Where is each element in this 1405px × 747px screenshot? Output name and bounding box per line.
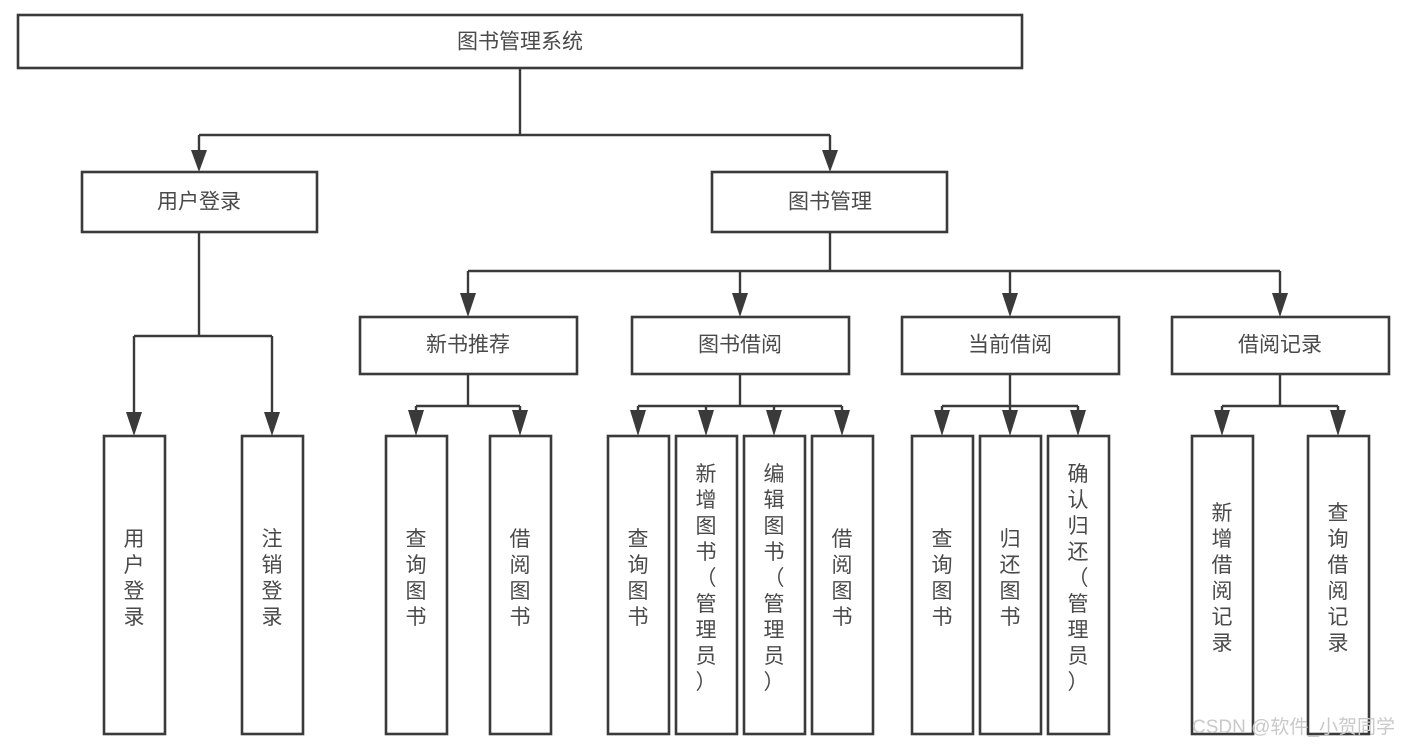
arrow-head-borrow-record — [1272, 293, 1288, 317]
node-borrow-record-label: 借阅记录 — [1238, 334, 1322, 357]
arrow-head-leaf-return-book — [1002, 410, 1018, 436]
arrow-head-leaf-logout — [264, 412, 280, 436]
node-leaf-add-book[interactable]: 新增图书（管理员） — [674, 434, 739, 736]
node-leaf-query-book-3-box[interactable] — [910, 434, 975, 736]
node-leaf-query-book-1-box[interactable] — [384, 434, 449, 736]
node-leaf-query-book-1[interactable]: 查询图书 — [384, 434, 449, 736]
node-leaf-query-record[interactable]: 查询借阅记录 — [1306, 434, 1371, 736]
node-leaf-borrow-book-2-box[interactable] — [810, 434, 875, 736]
arrow-head-user-login — [191, 150, 207, 172]
node-user-login-box[interactable] — [80, 170, 319, 234]
node-leaf-borrow-book-2[interactable]: 借阅图书 — [810, 434, 875, 736]
node-borrow-record[interactable]: 借阅记录 — [1170, 315, 1391, 376]
node-leaf-query-book-2-box[interactable] — [606, 434, 671, 736]
node-book-borrow[interactable]: 图书借阅 — [630, 315, 851, 376]
node-current-borrow[interactable]: 当前借阅 — [900, 315, 1121, 376]
node-leaf-user-login-box[interactable] — [102, 434, 167, 736]
node-leaf-edit-book[interactable]: 编辑图书（管理员） — [742, 434, 807, 736]
node-leaf-add-book-label: 新增图书（管理员） — [696, 463, 717, 694]
arrow-head-current-borrow — [1002, 293, 1018, 317]
arrow-head-leaf-user-login — [126, 412, 142, 436]
arrow-head-leaf-query-book-3 — [934, 410, 950, 436]
arrow-head-leaf-borrow-book-1 — [512, 410, 528, 436]
node-leaf-confirm-return-box[interactable] — [1046, 434, 1111, 736]
node-leaf-logout[interactable]: 注销登录 — [240, 434, 305, 736]
node-leaf-query-record-box[interactable] — [1306, 434, 1371, 736]
node-root[interactable]: 图书管理系统 — [16, 13, 1024, 70]
node-leaf-query-book-2-label: 查询图书 — [628, 528, 649, 629]
node-new-book-rec-box[interactable] — [358, 315, 579, 376]
node-book-borrow-label: 图书借阅 — [698, 334, 782, 357]
connector-layer — [126, 68, 1346, 436]
node-leaf-return-book-label: 归还图书 — [1000, 528, 1021, 629]
node-leaf-return-book-box[interactable] — [978, 434, 1043, 736]
csdn-watermark: CSDN @软件_小贺同学 — [1192, 716, 1395, 738]
node-leaf-edit-book-box[interactable] — [742, 434, 807, 736]
node-new-book-rec[interactable]: 新书推荐 — [358, 315, 579, 376]
node-leaf-query-book-1-label: 查询图书 — [406, 528, 427, 629]
node-leaf-logout-box[interactable] — [240, 434, 305, 736]
arrow-head-leaf-add-book — [698, 410, 714, 436]
arrow-head-leaf-query-book-2 — [630, 410, 646, 436]
arrow-head-new-book-rec — [460, 293, 476, 317]
arrow-head-leaf-query-book-1 — [408, 410, 424, 436]
node-leaf-user-login[interactable]: 用户登录 — [102, 434, 167, 736]
arrow-head-book-borrow — [732, 293, 748, 317]
node-leaf-borrow-book-1-box[interactable] — [488, 434, 553, 736]
node-new-book-rec-label: 新书推荐 — [426, 334, 510, 357]
node-leaf-query-book-3[interactable]: 查询图书 — [910, 434, 975, 736]
arrow-head-leaf-edit-book — [766, 410, 782, 436]
node-leaf-confirm-return[interactable]: 确认归还（管理员） — [1046, 434, 1111, 736]
node-leaf-add-record-label: 新增借阅记录 — [1212, 502, 1233, 655]
node-root-box[interactable] — [16, 13, 1024, 70]
arrow-head-leaf-confirm-return — [1070, 410, 1086, 436]
node-leaf-user-login-label: 用户登录 — [124, 528, 145, 629]
node-leaf-edit-book-label: 编辑图书（管理员） — [764, 463, 785, 694]
node-leaf-query-book-3-label: 查询图书 — [932, 528, 953, 629]
node-user-login[interactable]: 用户登录 — [80, 170, 319, 234]
node-leaf-borrow-book-1[interactable]: 借阅图书 — [488, 434, 553, 736]
node-leaf-query-book-2[interactable]: 查询图书 — [606, 434, 671, 736]
node-leaf-return-book[interactable]: 归还图书 — [978, 434, 1043, 736]
node-leaf-confirm-return-label: 确认归还（管理员） — [1068, 463, 1089, 694]
node-leaf-borrow-book-2-label: 借阅图书 — [832, 528, 853, 629]
node-leaf-logout-label: 注销登录 — [262, 528, 283, 629]
node-user-login-label: 用户登录 — [157, 191, 241, 214]
node-leaf-borrow-book-1-label: 借阅图书 — [510, 528, 531, 629]
node-leaf-add-record-box[interactable] — [1190, 434, 1255, 736]
node-root-label: 图书管理系统 — [457, 31, 583, 54]
arrow-head-leaf-add-record — [1214, 410, 1230, 436]
node-book-mgmt[interactable]: 图书管理 — [710, 170, 949, 234]
node-book-borrow-box[interactable] — [630, 315, 851, 376]
node-leaf-add-book-box[interactable] — [674, 434, 739, 736]
arrow-head-book-mgmt — [822, 150, 838, 172]
node-book-mgmt-box[interactable] — [710, 170, 949, 234]
node-book-mgmt-label: 图书管理 — [788, 191, 872, 214]
arrow-head-leaf-borrow-book-2 — [834, 410, 850, 436]
node-leaf-query-record-label: 查询借阅记录 — [1328, 502, 1349, 655]
node-borrow-record-box[interactable] — [1170, 315, 1391, 376]
node-leaf-add-record[interactable]: 新增借阅记录 — [1190, 434, 1255, 736]
node-current-borrow-box[interactable] — [900, 315, 1121, 376]
node-current-borrow-label: 当前借阅 — [968, 334, 1052, 357]
arrow-head-leaf-query-record — [1330, 410, 1346, 436]
